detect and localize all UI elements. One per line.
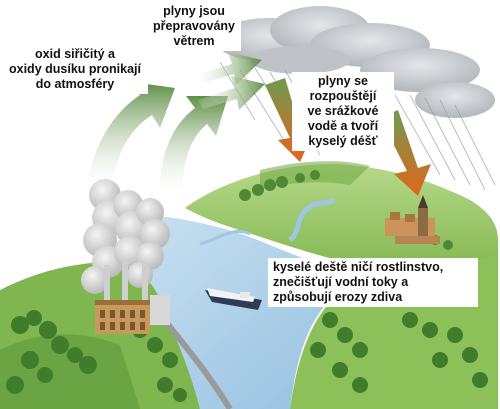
ship-icon [205,288,262,310]
emission-arrows [88,82,228,195]
factory-icon [95,262,170,334]
wind-arrows [195,52,265,110]
wind-transport-label: plyny jsou přepravovány větrem [147,2,241,51]
acid-rain-formation-label: plyny se rozpouštějí ve srážkové vodě a … [292,72,394,151]
hill-land [185,164,498,280]
church-icon [385,195,440,244]
damage-effects-label: kyselé deště ničí rostlinstvo, znečišťuj… [268,258,478,307]
emission-label: oxid siřičitý a oxidy dusíku pronikají d… [2,45,148,94]
tree-icon [6,310,187,402]
smoke-plumes [81,179,170,294]
